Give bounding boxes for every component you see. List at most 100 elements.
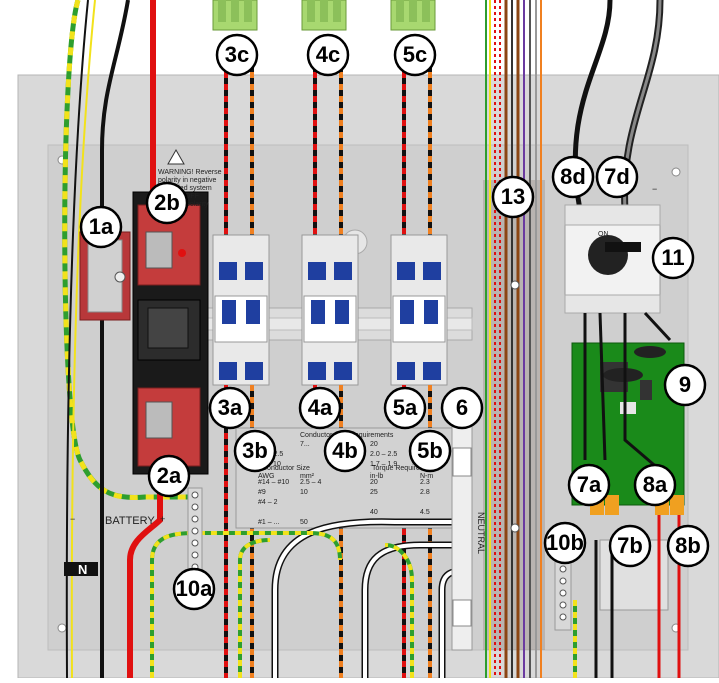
spec-cell: 20 [370,441,378,448]
n-badge [64,562,98,576]
bus-screw [191,551,199,559]
spec-cell: 40 [370,509,378,516]
breaker-red-wire-bottom [127,470,163,678]
callout-4a: 4a [298,386,342,430]
spec-sub-awg: AWG [258,473,274,480]
callout-circle [215,33,259,77]
callout-circle [393,33,437,77]
callout-label: 5a [393,395,418,420]
callout-8a: 8a [633,463,677,507]
spec-cell: 20 [370,479,378,486]
callout-4b: 4b [323,429,367,473]
callout-8b: 8b [666,524,710,568]
callout-label: 3b [242,438,268,463]
pcb-chip-a [620,402,636,414]
bus-screw [559,565,567,573]
left-black-wire [100,0,130,678]
bus-screw [191,515,199,523]
callout-5c: 5c [393,33,437,77]
breaker-5 [390,234,448,386]
breaker-3 [212,234,270,386]
neutral-label: NEUTRAL [476,512,486,554]
callout-label: 8d [560,164,586,189]
neutral-bus-block-top [452,447,472,477]
pcb-wire-3 [623,313,661,472]
spec-cell: 25 [370,489,378,496]
callout-label: 5b [417,438,443,463]
spec-cell: 2.5 – 4 [300,479,322,486]
bus-screw [559,589,567,597]
spec-sub-mm: mm² [300,473,315,480]
callout-circle [233,429,277,473]
ferrite-top [634,346,666,358]
bus-screw [191,527,199,535]
main-breaker-mid-switch [147,307,189,349]
spec-cell: 2.3 [420,479,430,486]
ground-curve-b-stripe [238,538,271,678]
main-breaker-top-terminal [145,231,173,269]
branch-wires [224,60,432,265]
warning-line-2: polarity in negative [158,177,216,184]
callout-5b: 5b [408,429,452,473]
n-badge-text: N [78,562,87,577]
callout-9: 9 [663,363,707,407]
callout-label: 13 [501,184,525,209]
battery-label: BATTERY [105,515,155,527]
callout-circle [440,386,484,430]
connector-4c [301,0,347,31]
callout-label: 5c [403,42,427,67]
bus-screw [559,577,567,585]
neutral-bus-block-bot [452,599,472,627]
spec-header-torque: Torque Requirements [372,465,439,472]
spec-header-size: Conductor Size [262,465,310,472]
connector-3c [212,0,258,31]
bus-screw [191,539,199,547]
callout-circle [543,521,587,565]
callout-circle [79,205,123,249]
spec-cell: 1.7 – 1.9 [370,461,397,468]
callout-10b: 10b [543,521,587,565]
bus-screw [191,503,199,511]
dash-mark: − [652,184,657,194]
callout-label: 7d [604,164,630,189]
warning-line-3: grounded system [158,185,212,192]
callout-2a: 2a [147,454,191,498]
spec-sub-nm: N-m [420,473,433,480]
callout-label: 4c [316,42,340,67]
callout-circle [551,155,595,199]
callout-1a: 1a [79,205,123,249]
spec-cell: #14 – #10 [258,479,289,486]
callout-circle [383,386,427,430]
bus-screw [191,491,199,499]
switch-on-label: ON [598,231,609,238]
connector-5c [390,0,436,31]
left-yellow-line [70,0,96,679]
callout-circle [666,524,710,568]
callout-circle [663,363,707,407]
spec-sub-inlb: in-lb [370,473,383,480]
mount-screw-tr [671,167,681,177]
callout-7b: 7b [608,524,652,568]
spec-cell: 4.5 [420,509,430,516]
ferrite-9 [603,368,643,382]
spec-cell: 2.8 [420,489,430,496]
callout-label: 10a [176,576,213,601]
callout-3c: 3c [215,33,259,77]
callout-label: 1a [89,214,114,239]
left-ground-wire-stripe [62,0,195,501]
callout-label: 2a [157,463,182,488]
ground-curve-c-stripe [384,543,414,678]
callout-label: 6 [456,395,468,420]
red-indicator [178,249,186,257]
callout-label: 4a [308,395,333,420]
left-black-line [65,0,89,679]
callout-label: 3a [218,395,243,420]
callout-label: 7a [577,472,602,497]
pcb-wire-4 [643,311,672,342]
callout-8d: 8d [551,155,595,199]
callout-label: 7b [617,533,643,558]
callout-10a: 10a [172,567,216,611]
pcb-wire-2 [598,312,607,461]
